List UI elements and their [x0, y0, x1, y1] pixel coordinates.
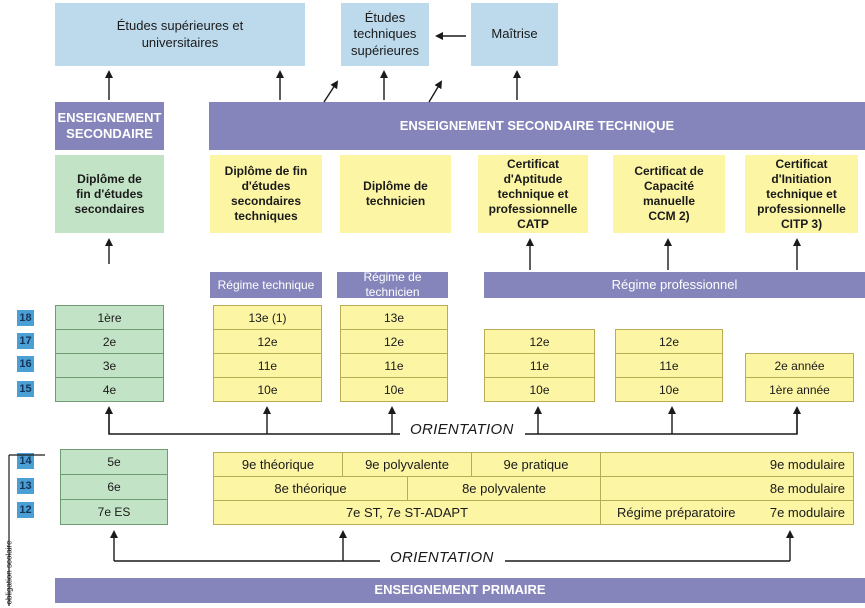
etudes-techniques-superieures-box: Études techniques supérieures [341, 3, 429, 66]
class-cell: 12e [484, 329, 595, 354]
class-cell: 11e [213, 353, 322, 378]
class-cell: 10e [213, 377, 322, 402]
class-cell: 7e ST, 7e ST-ADAPT [213, 500, 601, 525]
modulaire-label: 7e modulaire [769, 505, 845, 520]
regime-professionnel-label: Régime professionnel [611, 276, 738, 292]
enseignement-primaire-label: ENSEIGNEMENT PRIMAIRE [374, 582, 546, 598]
maitrise-label: Maîtrise [491, 26, 538, 42]
grade-number: 14 [17, 453, 34, 469]
class-cell: 6e [60, 474, 168, 500]
class-cell: 8e polyvalente [407, 476, 601, 501]
class-cell: 10e [615, 377, 723, 402]
enseignement-secondaire-technique-band: ENSEIGNEMENT SECONDAIRE TECHNIQUE [209, 102, 865, 150]
regime-preparatoire-label: Régime préparatoire [617, 505, 736, 520]
class-cell: 11e [340, 353, 448, 378]
class-cell: 5e [60, 449, 168, 475]
orientation-label-lower: ORIENTATION [384, 549, 500, 566]
diplome-fin-secondaires-label: Diplôme de fin d'études secondaires [74, 171, 145, 216]
diplome-technicien-label: Diplôme de technicien [363, 179, 428, 208]
etudes-superieures-label: Études supérieures et universitaires [116, 18, 244, 50]
enseignement-secondaire-band: ENSEIGNEMENT SECONDAIRE [55, 102, 164, 150]
grade-number: 18 [17, 310, 34, 326]
citp-box: Certificat d'Initiation technique et pro… [745, 155, 858, 233]
diplome-technicien-box: Diplôme de technicien [340, 155, 451, 233]
class-cell: 4e [55, 377, 164, 402]
ccm-label: Certificat de Capacité manuelle CCM 2) [634, 164, 704, 223]
class-cell: 10e [484, 377, 595, 402]
class-cell: 3e [55, 353, 164, 378]
etudes-techniques-superieures-label: Études techniques supérieures [351, 10, 419, 58]
regime-technicien-label: Régime de technicien [363, 270, 422, 299]
regime-technicien-band: Régime de technicien [337, 270, 448, 299]
class-cell: 13e [340, 305, 448, 330]
grade-number: 17 [17, 333, 34, 349]
etudes-superieures-box: Études supérieures et universitaires [55, 3, 305, 66]
grade-number: 15 [17, 381, 34, 397]
maitrise-box: Maîtrise [471, 3, 558, 66]
class-cell: 8e modulaire [600, 476, 854, 501]
regime-technique-band: Régime technique [210, 272, 322, 298]
grade-number: 13 [17, 478, 34, 494]
regime-professionnel-band: Régime professionnel [484, 272, 865, 298]
regime-technique-label: Régime technique [217, 277, 315, 292]
grade-number: 12 [17, 502, 34, 518]
orientation-label-upper: ORIENTATION [404, 421, 520, 438]
enseignement-secondaire-label: ENSEIGNEMENT SECONDAIRE [57, 109, 162, 141]
diplome-fin-secondaires-techniques-label: Diplôme de fin d'études secondaires tech… [224, 164, 308, 223]
class-cell: 12e [213, 329, 322, 354]
ccm-box: Certificat de Capacité manuelle CCM 2) [613, 155, 725, 233]
modulaire-preparatoire-cell: Régime préparatoire 7e modulaire [600, 500, 854, 525]
obligation-scolaire-label: obligation scolaire [4, 540, 14, 605]
grade-number: 16 [17, 356, 34, 372]
class-cell: 9e pratique [471, 452, 601, 477]
enseignement-primaire-band: ENSEIGNEMENT PRIMAIRE [55, 578, 865, 603]
catp-box: Certificat d'Aptitude technique et profe… [478, 155, 588, 233]
enseignement-secondaire-technique-label: ENSEIGNEMENT SECONDAIRE TECHNIQUE [399, 117, 675, 133]
diplome-fin-secondaires-box: Diplôme de fin d'études secondaires [55, 155, 164, 233]
class-cell: 2e [55, 329, 164, 354]
class-cell: 1ère année [745, 377, 854, 402]
diplome-fin-secondaires-techniques-box: Diplôme de fin d'études secondaires tech… [210, 155, 322, 233]
citp-label: Certificat d'Initiation technique et pro… [757, 156, 846, 231]
class-cell: 7e ES [60, 499, 168, 525]
catp-label: Certificat d'Aptitude technique et profe… [488, 156, 578, 231]
class-cell: 9e modulaire [600, 452, 854, 477]
class-cell: 10e [340, 377, 448, 402]
